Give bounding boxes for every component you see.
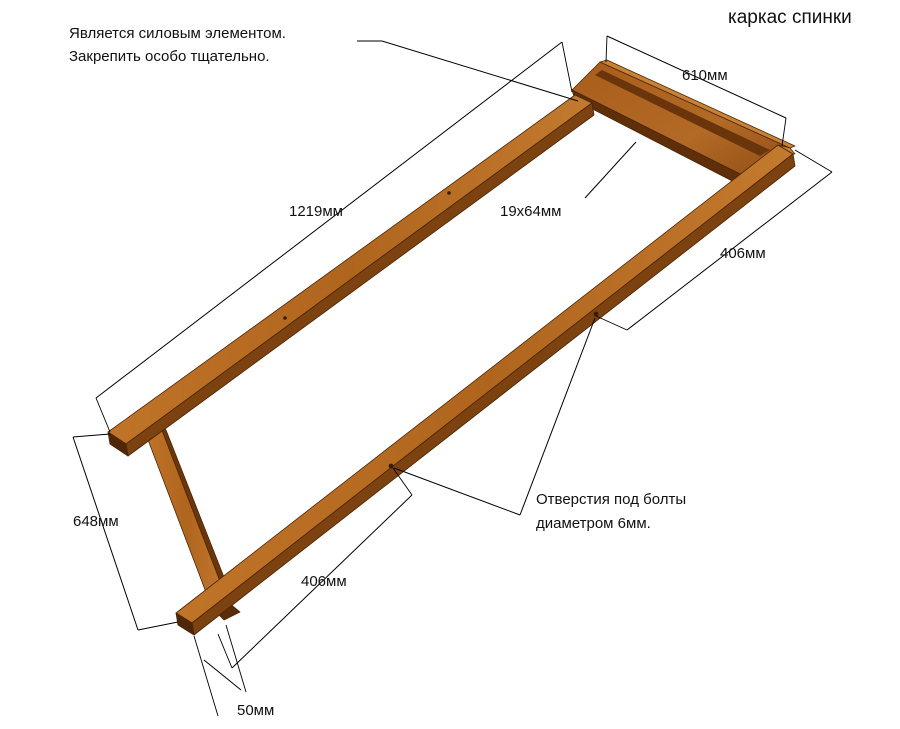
note-holes-line1: Отверстия под болты — [536, 491, 686, 508]
dim-top-width-label: 610мм — [682, 67, 728, 84]
dim-end-offset-label: 50мм — [237, 702, 274, 719]
dim-cross-section-label: 19х64мм — [500, 203, 562, 220]
dim-right-spacing-label: 406мм — [720, 245, 766, 262]
dim-bottom-spacing-label: 406мм — [301, 573, 347, 590]
note-holes-line2: диаметром 6мм. — [536, 515, 651, 532]
wooden-frame — [107, 59, 796, 636]
dim-long-side-label: 1219мм — [289, 203, 343, 220]
note-power-element-line1: Является силовым элементом. — [69, 25, 286, 42]
labels: каркас спинки Является силовым элементом… — [69, 7, 852, 719]
right-long-rail — [175, 144, 796, 636]
note-power-element-line2: Закрепить особо тщательно. — [69, 48, 270, 65]
left-long-rail — [107, 94, 595, 457]
dim-left-height-label: 648мм — [73, 513, 119, 530]
dimension-lines — [72, 35, 833, 717]
top-cross-board — [571, 59, 796, 187]
diagram-title: каркас спинки — [728, 7, 852, 28]
